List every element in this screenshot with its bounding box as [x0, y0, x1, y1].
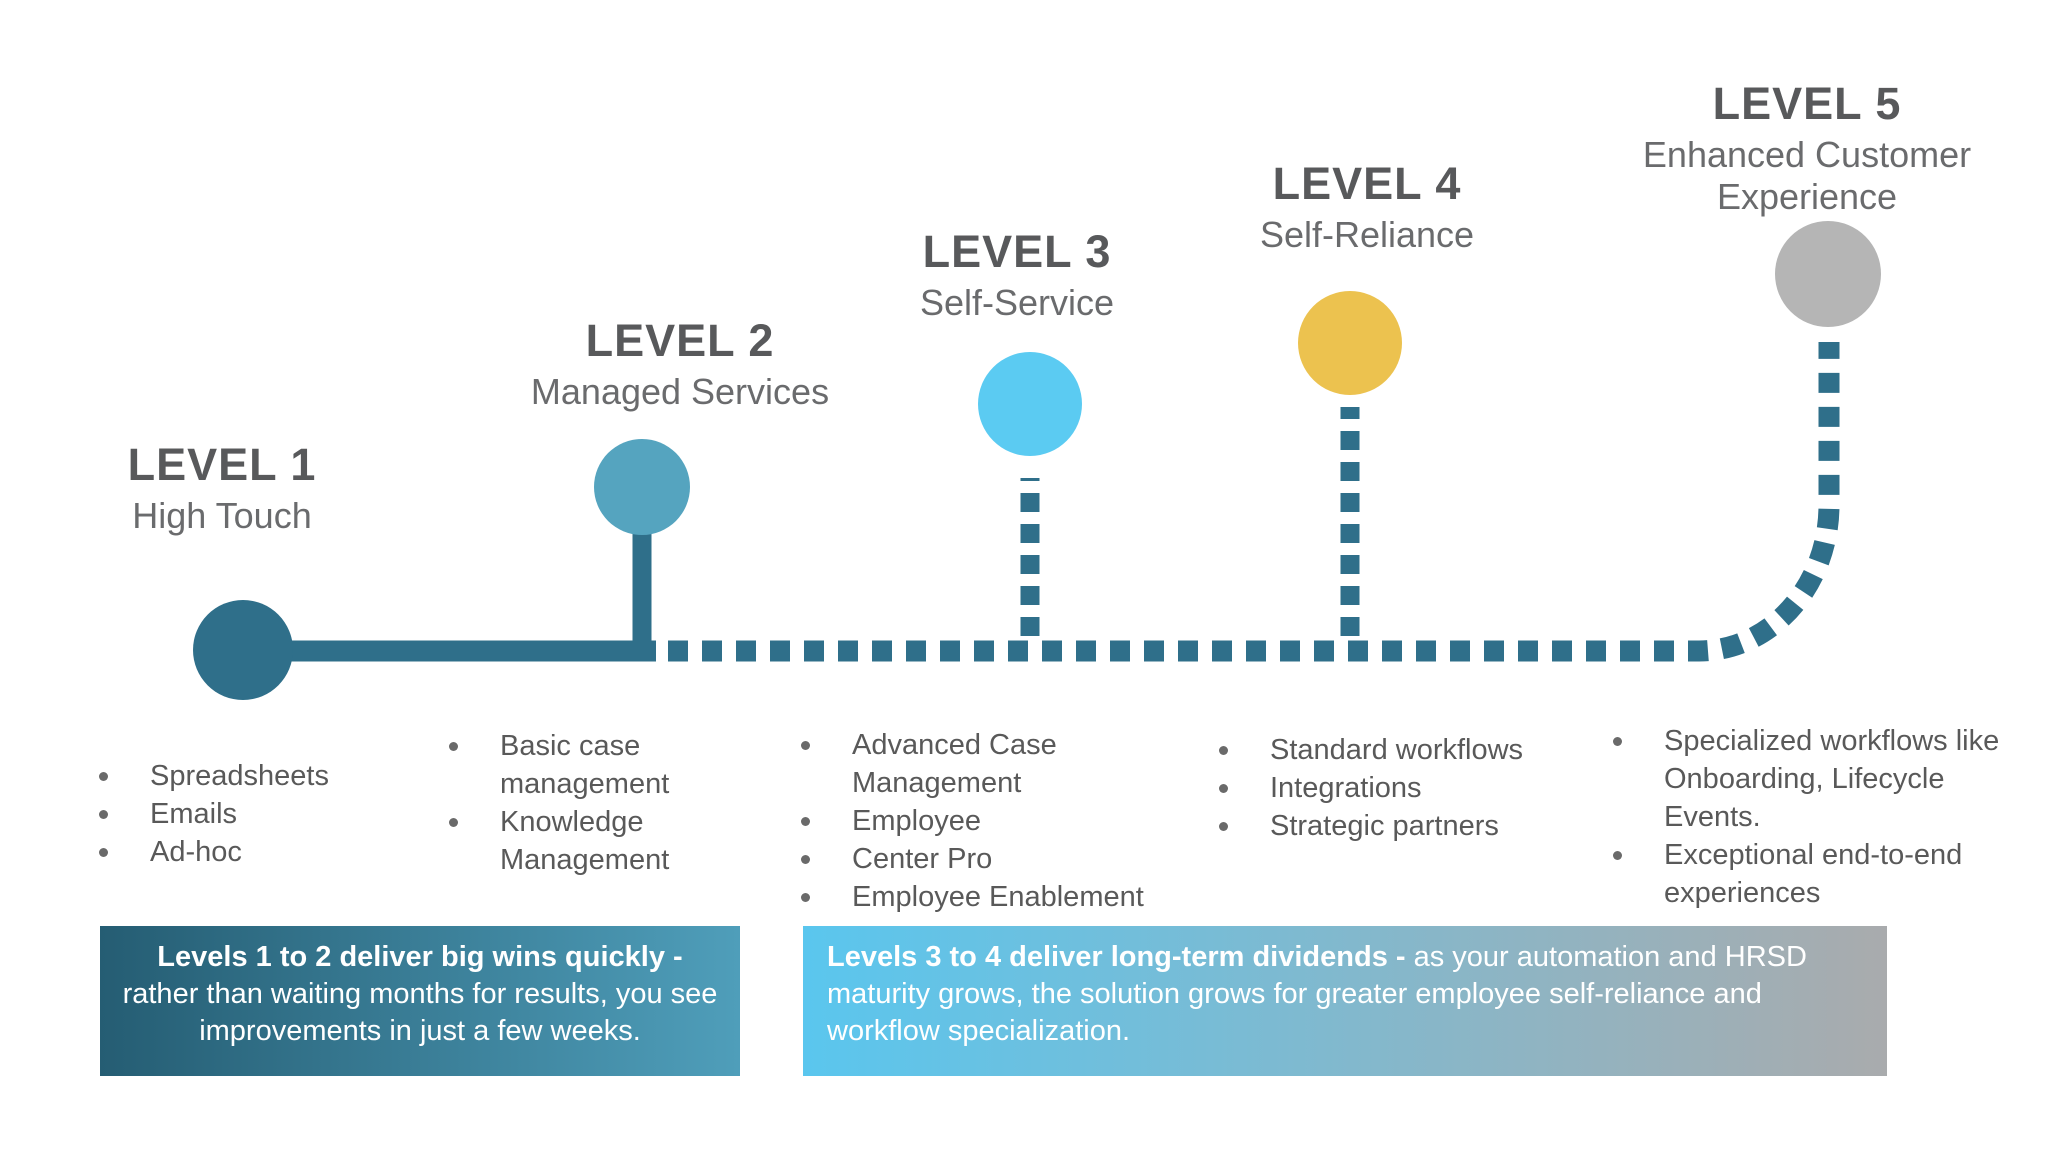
bullet-item: Spreadsheets — [96, 757, 396, 795]
level-2-subtitle: Managed Services — [530, 371, 830, 412]
callout-levels-3-4-lead: Levels 3 to 4 deliver long-term dividend… — [827, 941, 1406, 973]
bullet-item: Standard workflows — [1216, 731, 1596, 769]
callout-levels-1-2-body: rather than waiting months for results, … — [122, 978, 718, 1047]
bullet-item: Integrations — [1216, 769, 1596, 807]
level-3-circle — [978, 352, 1082, 456]
level-4-title: LEVEL 4 — [1272, 158, 1462, 209]
level-1-heading: LEVEL 1 High Touch — [2, 441, 442, 537]
level-2-circle — [594, 439, 690, 535]
callout-levels-1-2-lead: Levels 1 to 2 deliver big wins quickly - — [157, 941, 683, 973]
bullet-item: Employee — [798, 802, 1168, 840]
level-1-subtitle: High Touch — [132, 495, 312, 536]
callout-levels-3-4: Levels 3 to 4 deliver long-term dividend… — [803, 926, 1887, 1076]
timeline-dashed-segment — [668, 342, 1840, 662]
bullet-item: Specialized workflows like Onboarding, L… — [1610, 722, 2010, 836]
level-5-title: LEVEL 5 — [1712, 78, 1902, 129]
bullet-item: Basic case management — [446, 727, 716, 803]
level-3-title: LEVEL 3 — [922, 226, 1112, 277]
level-4-subtitle: Self-Reliance — [1259, 214, 1475, 255]
level-4-circle — [1298, 291, 1402, 395]
bullet-item: Emails — [96, 795, 396, 833]
level-5-subtitle: Enhanced Customer Experience — [1642, 134, 1972, 217]
bullet-item: Strategic partners — [1216, 807, 1596, 845]
level-3-subtitle: Self-Service — [919, 282, 1115, 323]
level-1-title: LEVEL 1 — [127, 439, 317, 490]
level-4-heading: LEVEL 4 Self-Reliance — [1147, 160, 1587, 256]
level-5-circle — [1775, 221, 1881, 327]
callout-levels-3-4-body: as your automation and HRSD maturity gro… — [827, 941, 1807, 1047]
level-2-heading: LEVEL 2 Managed Services — [460, 317, 900, 413]
level-2-title: LEVEL 2 — [585, 315, 775, 366]
level-5-bullet-list: Specialized workflows like Onboarding, L… — [1610, 722, 2010, 912]
bullet-item: Center Pro — [798, 840, 1168, 878]
bullet-item: Ad-hoc — [96, 833, 396, 871]
callout-levels-1-2: Levels 1 to 2 deliver big wins quickly -… — [100, 926, 740, 1076]
level-5-heading: LEVEL 5 Enhanced Customer Experience — [1587, 80, 2027, 218]
bullet-item: Advanced Case Management — [798, 726, 1168, 802]
level-1-circle — [193, 600, 293, 700]
bullet-item: Knowledge Management — [446, 803, 716, 879]
bullet-item: Exceptional end-to-end experiences — [1610, 836, 2010, 912]
bullet-item: Employee Enablement — [798, 878, 1168, 916]
level-3-heading: LEVEL 3 Self-Service — [797, 228, 1237, 324]
